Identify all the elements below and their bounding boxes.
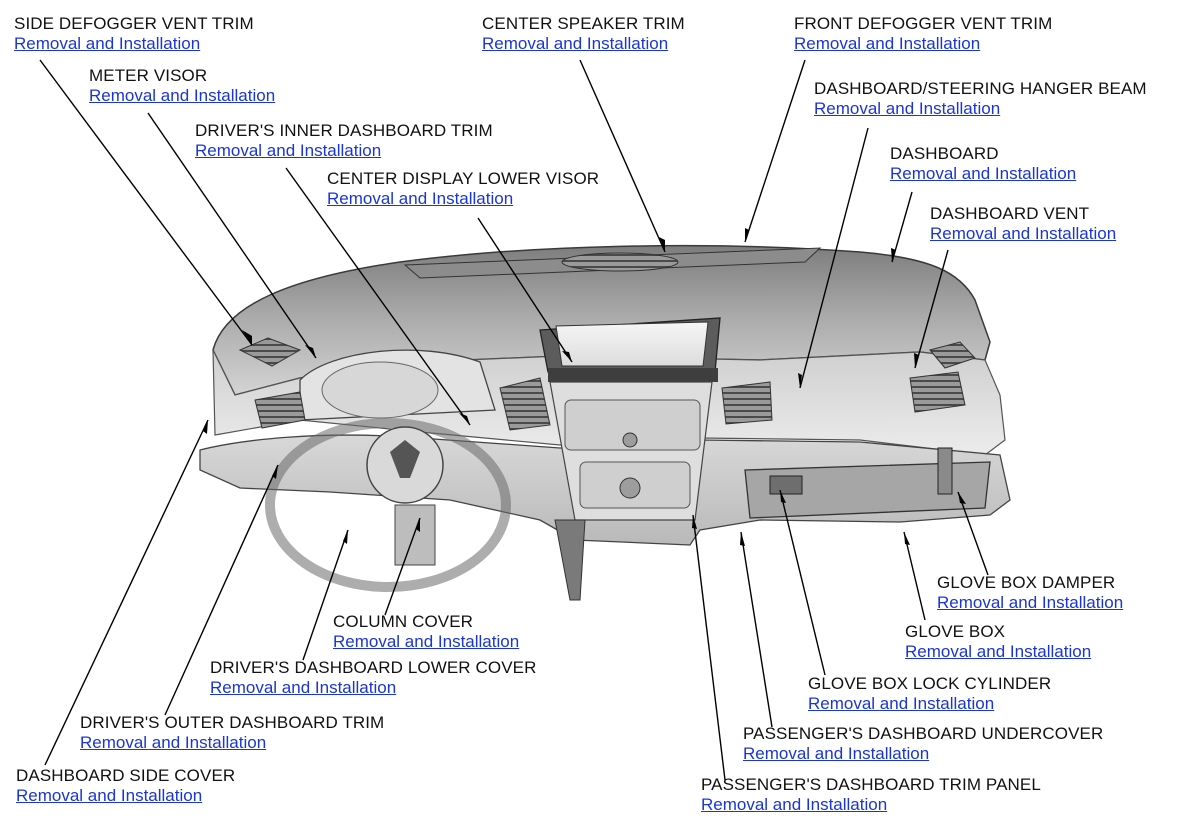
component-name: GLOVE BOX LOCK CYLINDER bbox=[808, 674, 1052, 693]
removal-installation-link[interactable]: Removal and Installation bbox=[930, 224, 1117, 243]
callout-drivers-dashboard-lower-cover: DRIVER'S DASHBOARD LOWER COVER Removal a… bbox=[210, 658, 536, 698]
callout-center-display-lower-visor: CENTER DISPLAY LOWER VISOR Removal and I… bbox=[327, 169, 599, 209]
audio-panel bbox=[564, 399, 701, 451]
removal-installation-link[interactable]: Removal and Installation bbox=[89, 86, 276, 105]
audio-knob bbox=[622, 432, 638, 448]
right-side-defogger-vent bbox=[929, 341, 976, 369]
glove-box-damper-shape bbox=[937, 447, 953, 495]
component-name: COLUMN COVER bbox=[333, 612, 474, 631]
removal-installation-link[interactable]: Removal and Installation bbox=[937, 593, 1124, 612]
callout-glove-box: GLOVE BOX Removal and Installation bbox=[905, 622, 1091, 662]
callout-dashboard-vent: DASHBOARD VENT Removal and Installation bbox=[930, 204, 1116, 244]
component-name: METER VISOR bbox=[89, 66, 208, 85]
component-name: CENTER SPEAKER TRIM bbox=[482, 14, 685, 33]
removal-installation-link[interactable]: Removal and Installation bbox=[14, 34, 201, 53]
component-name: GLOVE BOX DAMPER bbox=[937, 573, 1116, 592]
callout-front-defogger-vent-trim: FRONT DEFOGGER VENT TRIM Removal and Ins… bbox=[794, 14, 1052, 54]
left-center-vent bbox=[499, 377, 551, 431]
callout-meter-visor: METER VISOR Removal and Installation bbox=[89, 66, 275, 106]
callout-drivers-inner-dashboard-trim: DRIVER'S INNER DASHBOARD TRIM Removal an… bbox=[195, 121, 493, 161]
removal-installation-link[interactable]: Removal and Installation bbox=[80, 733, 267, 752]
component-name: FRONT DEFOGGER VENT TRIM bbox=[794, 14, 1053, 33]
component-name: CENTER DISPLAY LOWER VISOR bbox=[327, 169, 600, 188]
component-name: DRIVER'S INNER DASHBOARD TRIM bbox=[195, 121, 493, 140]
component-name: DASHBOARD SIDE COVER bbox=[16, 766, 236, 785]
removal-installation-link[interactable]: Removal and Installation bbox=[195, 141, 382, 160]
removal-installation-link[interactable]: Removal and Installation bbox=[794, 34, 981, 53]
component-name: GLOVE BOX bbox=[905, 622, 1006, 641]
center-speaker-grille bbox=[561, 252, 679, 272]
callout-side-defogger-vent-trim: SIDE DEFOGGER VENT TRIM Removal and Inst… bbox=[14, 14, 254, 54]
component-name: DRIVER'S OUTER DASHBOARD TRIM bbox=[80, 713, 385, 732]
removal-installation-link[interactable]: Removal and Installation bbox=[210, 678, 397, 697]
driver-outer-vent bbox=[254, 391, 306, 429]
callout-center-speaker-trim: CENTER SPEAKER TRIM Removal and Installa… bbox=[482, 14, 685, 54]
callout-glove-box-lock-cylinder: GLOVE BOX LOCK CYLINDER Removal and Inst… bbox=[808, 674, 1051, 714]
component-name: DASHBOARD bbox=[890, 144, 999, 163]
steering-wheel bbox=[265, 418, 511, 592]
callout-glove-box-damper: GLOVE BOX DAMPER Removal and Installatio… bbox=[937, 573, 1123, 613]
gauge-cluster bbox=[321, 361, 439, 419]
callout-drivers-outer-dashboard-trim: DRIVER'S OUTER DASHBOARD TRIM Removal an… bbox=[80, 713, 384, 753]
removal-installation-link[interactable]: Removal and Installation bbox=[890, 164, 1077, 183]
passenger-center-vent bbox=[721, 381, 773, 425]
removal-installation-link[interactable]: Removal and Installation bbox=[808, 694, 995, 713]
glove-box-lock bbox=[769, 475, 803, 495]
removal-installation-link[interactable]: Removal and Installation bbox=[905, 642, 1092, 661]
component-name: PASSENGER'S DASHBOARD UNDERCOVER bbox=[743, 724, 1104, 743]
passenger-outer-vent bbox=[909, 371, 966, 413]
removal-installation-link[interactable]: Removal and Installation bbox=[16, 786, 203, 805]
center-display-screen bbox=[555, 321, 709, 367]
callout-dashboard-steering-hanger-beam: DASHBOARD/STEERING HANGER BEAM Removal a… bbox=[814, 79, 1147, 119]
callout-passengers-dashboard-undercover: PASSENGER'S DASHBOARD UNDERCOVER Removal… bbox=[743, 724, 1103, 764]
component-name: DRIVER'S DASHBOARD LOWER COVER bbox=[210, 658, 537, 677]
component-name: DASHBOARD/STEERING HANGER BEAM bbox=[814, 79, 1147, 98]
component-name: SIDE DEFOGGER VENT TRIM bbox=[14, 14, 254, 33]
removal-installation-link[interactable]: Removal and Installation bbox=[333, 632, 520, 651]
removal-installation-link[interactable]: Removal and Installation bbox=[327, 189, 514, 208]
steering-column bbox=[554, 519, 586, 601]
left-side-defogger-vent bbox=[238, 337, 302, 367]
component-name: DASHBOARD VENT bbox=[930, 204, 1090, 223]
removal-installation-link[interactable]: Removal and Installation bbox=[701, 795, 888, 814]
leader-lines bbox=[39, 59, 989, 781]
component-name: PASSENGER'S DASHBOARD TRIM PANEL bbox=[701, 775, 1041, 794]
center-display-lower-visor-shape bbox=[548, 368, 718, 382]
callout-dashboard-side-cover: DASHBOARD SIDE COVER Removal and Install… bbox=[16, 766, 235, 806]
leader-arrowheads bbox=[203, 228, 966, 546]
removal-installation-link[interactable]: Removal and Installation bbox=[743, 744, 930, 763]
callout-dashboard: DASHBOARD Removal and Installation bbox=[890, 144, 1076, 184]
climate-knob bbox=[619, 477, 641, 499]
glove-box-shape bbox=[744, 461, 991, 519]
callout-column-cover: COLUMN COVER Removal and Installation bbox=[333, 612, 519, 652]
removal-installation-link[interactable]: Removal and Installation bbox=[482, 34, 669, 53]
callout-passengers-dashboard-trim-panel: PASSENGER'S DASHBOARD TRIM PANEL Removal… bbox=[701, 775, 1041, 815]
removal-installation-link[interactable]: Removal and Installation bbox=[814, 99, 1001, 118]
